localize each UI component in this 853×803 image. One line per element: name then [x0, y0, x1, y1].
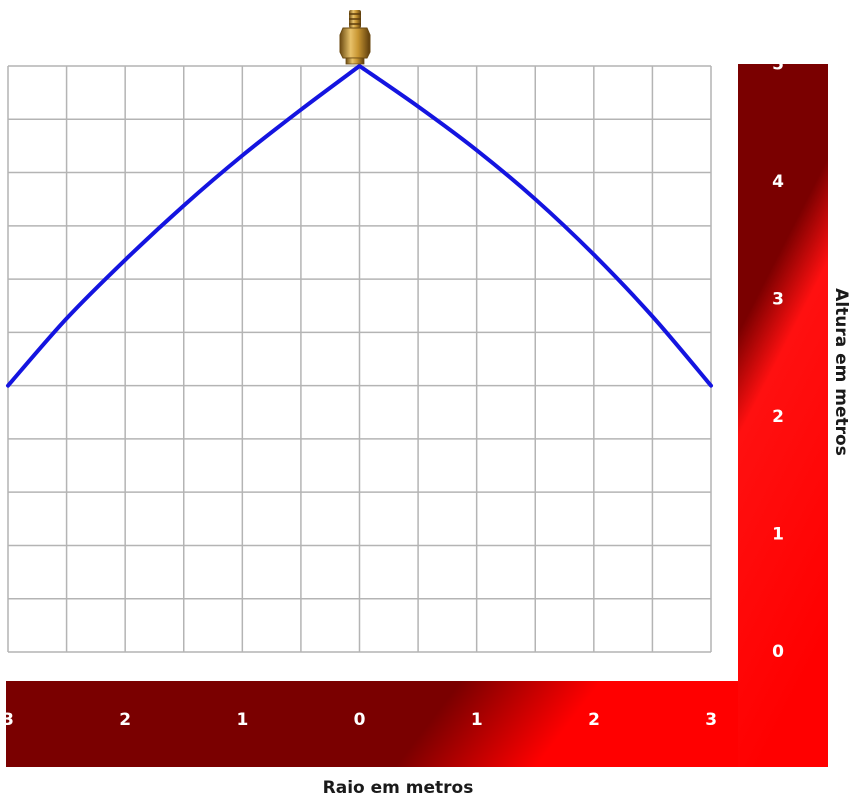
sprinkler-nozzle-icon: [339, 10, 371, 65]
y-axis-title: Altura em metros: [831, 288, 851, 456]
x-tick-label: 2: [588, 710, 600, 730]
y-tick-label: 2: [772, 407, 784, 427]
x-tick-label: 3: [2, 710, 14, 730]
x-tick-label: 2: [119, 710, 131, 730]
x-tick-labels: 3 2 1 0 1 2 3: [2, 710, 717, 730]
y-tick-label: 3: [772, 290, 784, 310]
y-tick-label: 1: [772, 525, 784, 545]
x-tick-label: 0: [354, 710, 366, 730]
x-tick-label: 1: [471, 710, 483, 730]
x-tick-label: 3: [705, 710, 717, 730]
x-axis-title: Raio em metros: [323, 778, 474, 798]
grid: [7, 65, 712, 653]
axis-bars: [6, 64, 828, 767]
y-tick-label: 5: [772, 55, 784, 75]
trajectory-line: [6, 64, 713, 388]
y-axis-bar: [738, 64, 828, 767]
x-axis-bar: [6, 681, 828, 767]
x-tick-label: 1: [236, 710, 248, 730]
y-tick-label: 4: [772, 172, 784, 192]
y-tick-label: 0: [772, 642, 784, 662]
y-tick-labels: 0 1 2 3 4 5: [772, 55, 784, 663]
